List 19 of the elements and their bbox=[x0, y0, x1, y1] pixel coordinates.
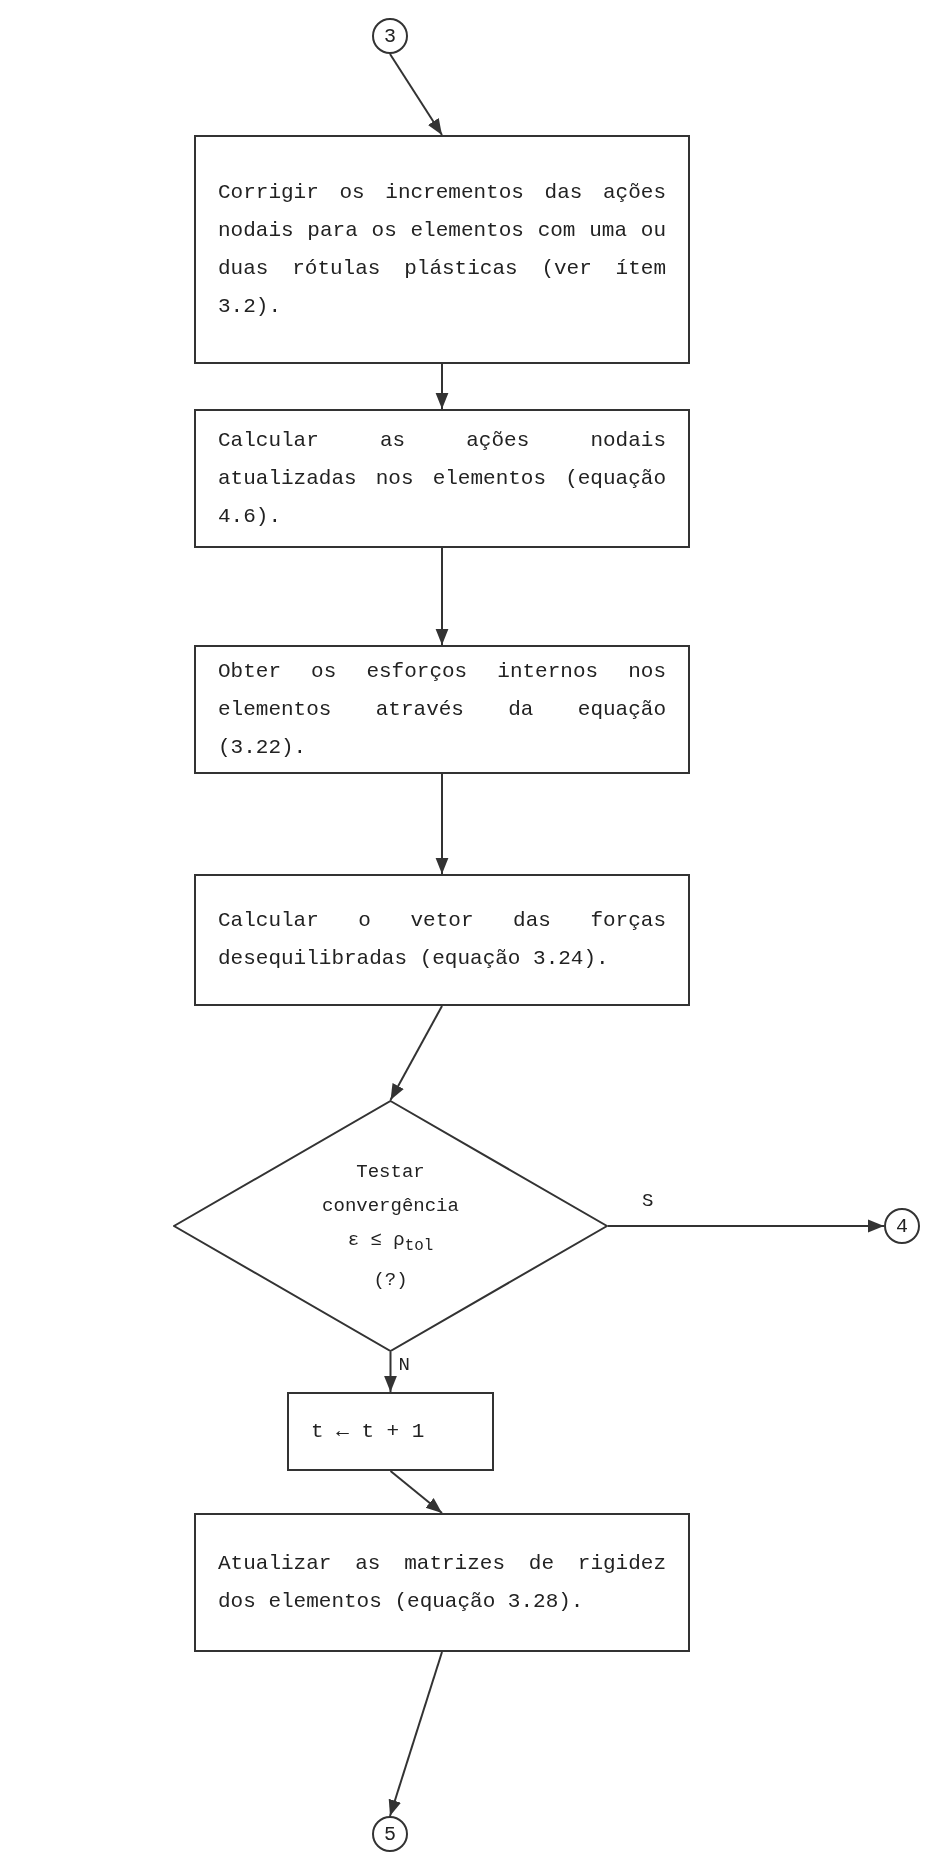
connector-circle bbox=[372, 18, 408, 54]
step-text: Atualizar as matrizes de rigidez dos elementos (equação 3.28). bbox=[218, 1550, 666, 1615]
connector-number: 3 bbox=[384, 24, 396, 48]
process-box bbox=[194, 645, 690, 774]
condition-text: ε ≤ ρ$_{tol}$ (?) bbox=[346, 1228, 435, 1293]
process-box bbox=[194, 409, 690, 548]
connector-circle bbox=[884, 1208, 920, 1244]
step-text: Calcular as ações nodais atualizadas nos elementos (equação 4.6). bbox=[218, 427, 666, 530]
step-text: Corrigir os incrementos das ações nodais para os elementos com uma ou duas rótulas plásticas (ver ítem 3.2). bbox=[218, 179, 666, 320]
step-text: Obter os esforços internos nos elementos através da equação (3.22). bbox=[218, 658, 666, 761]
connector-number: 5 bbox=[384, 1822, 396, 1846]
process-box bbox=[194, 1513, 690, 1652]
step-text: Calcular o vetor das forças desequilibradas (equação 3.24). bbox=[218, 908, 666, 972]
process-box bbox=[194, 874, 690, 1006]
process-box bbox=[287, 1392, 494, 1471]
process-box bbox=[194, 135, 690, 364]
step-text: t ← t + 1 bbox=[311, 1418, 426, 1445]
connector-circle bbox=[372, 1816, 408, 1852]
connector-number: 4 bbox=[896, 1214, 908, 1238]
